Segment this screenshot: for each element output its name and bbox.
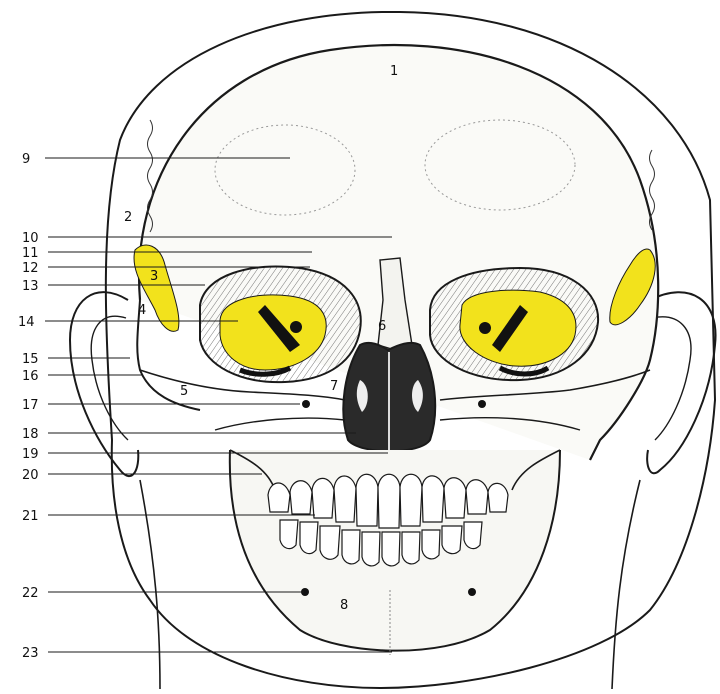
label-20: 20 (22, 468, 39, 483)
label-18: 18 (22, 427, 39, 442)
optic-canal-left (290, 321, 302, 333)
label-21: 21 (22, 509, 39, 524)
label-2: 2 (124, 210, 132, 225)
optic-canal-right (479, 322, 491, 334)
label-17: 17 (22, 398, 39, 413)
label-14: 14 (18, 315, 35, 330)
label-11: 11 (22, 246, 39, 261)
mental-foramen-right (468, 588, 476, 596)
label-6: 6 (378, 319, 386, 334)
label-12: 12 (22, 261, 39, 276)
right-ear-inner (652, 317, 691, 440)
left-ear (70, 292, 138, 476)
coronal-suture-right (650, 150, 655, 230)
label-13: 13 (22, 279, 39, 294)
label-4: 4 (138, 303, 146, 318)
neck-left (140, 480, 160, 689)
label-19: 19 (22, 447, 39, 462)
label-22: 22 (22, 586, 39, 601)
infraorbital-foramen-right (478, 400, 486, 408)
label-7: 7 (330, 379, 338, 394)
label-8: 8 (340, 598, 348, 613)
label-3: 3 (150, 269, 158, 284)
label-23: 23 (22, 646, 39, 661)
infraorbital-foramen-left (302, 400, 310, 408)
label-10: 10 (22, 231, 39, 246)
label-5: 5 (180, 384, 188, 399)
label-16: 16 (22, 369, 39, 384)
maxilla-left (215, 418, 345, 430)
label-15: 15 (22, 352, 39, 367)
left-ear-inner (91, 316, 128, 440)
label-9: 9 (22, 152, 30, 167)
neck-right (612, 480, 640, 689)
label-1: 1 (390, 64, 398, 79)
